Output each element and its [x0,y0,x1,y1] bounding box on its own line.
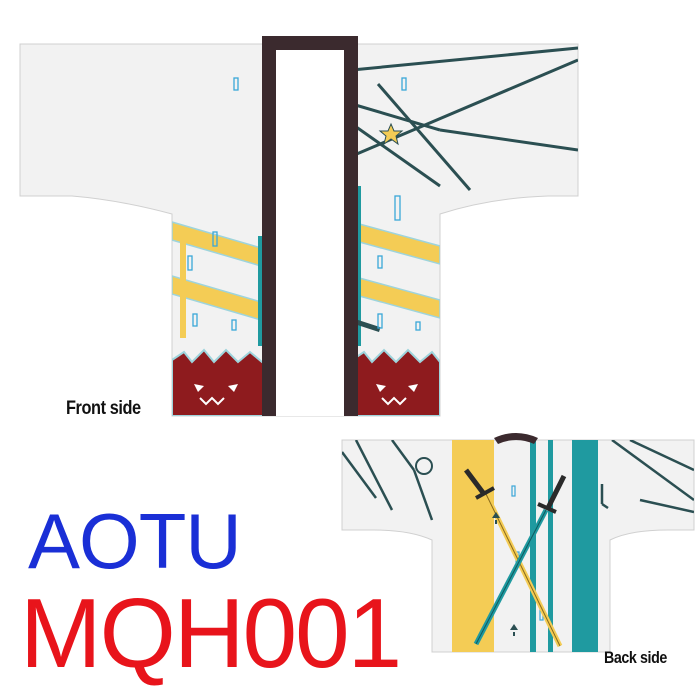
front-collar [262,36,358,416]
brand-name: AOTU [28,497,242,585]
back-arrow-marks [492,512,518,636]
front-monster-left [171,348,269,416]
front-happi [19,36,579,417]
front-side-label: Front side [66,398,141,419]
back-body [341,439,695,653]
front-yellow-bands-right [350,186,441,346]
sword-yellow-hilt [464,468,486,496]
crossed-swords [464,468,567,648]
back-teal-stripe-3 [572,440,598,652]
star-icon [378,122,404,146]
front-yellow-bands-left [171,221,269,346]
sword-teal-hilt [545,474,567,510]
back-collar [494,433,538,444]
back-happi [341,433,695,653]
back-teal-stripe-2 [548,440,553,652]
front-opening [276,50,344,416]
front-monster-right [351,348,441,416]
back-circle [415,457,433,475]
model-code: MQH001 [20,578,402,688]
front-decor-rects [187,77,421,331]
back-teal-stripe-1 [530,440,536,652]
back-diagonal-lines [342,440,694,521]
back-side-label: Back side [604,648,667,667]
